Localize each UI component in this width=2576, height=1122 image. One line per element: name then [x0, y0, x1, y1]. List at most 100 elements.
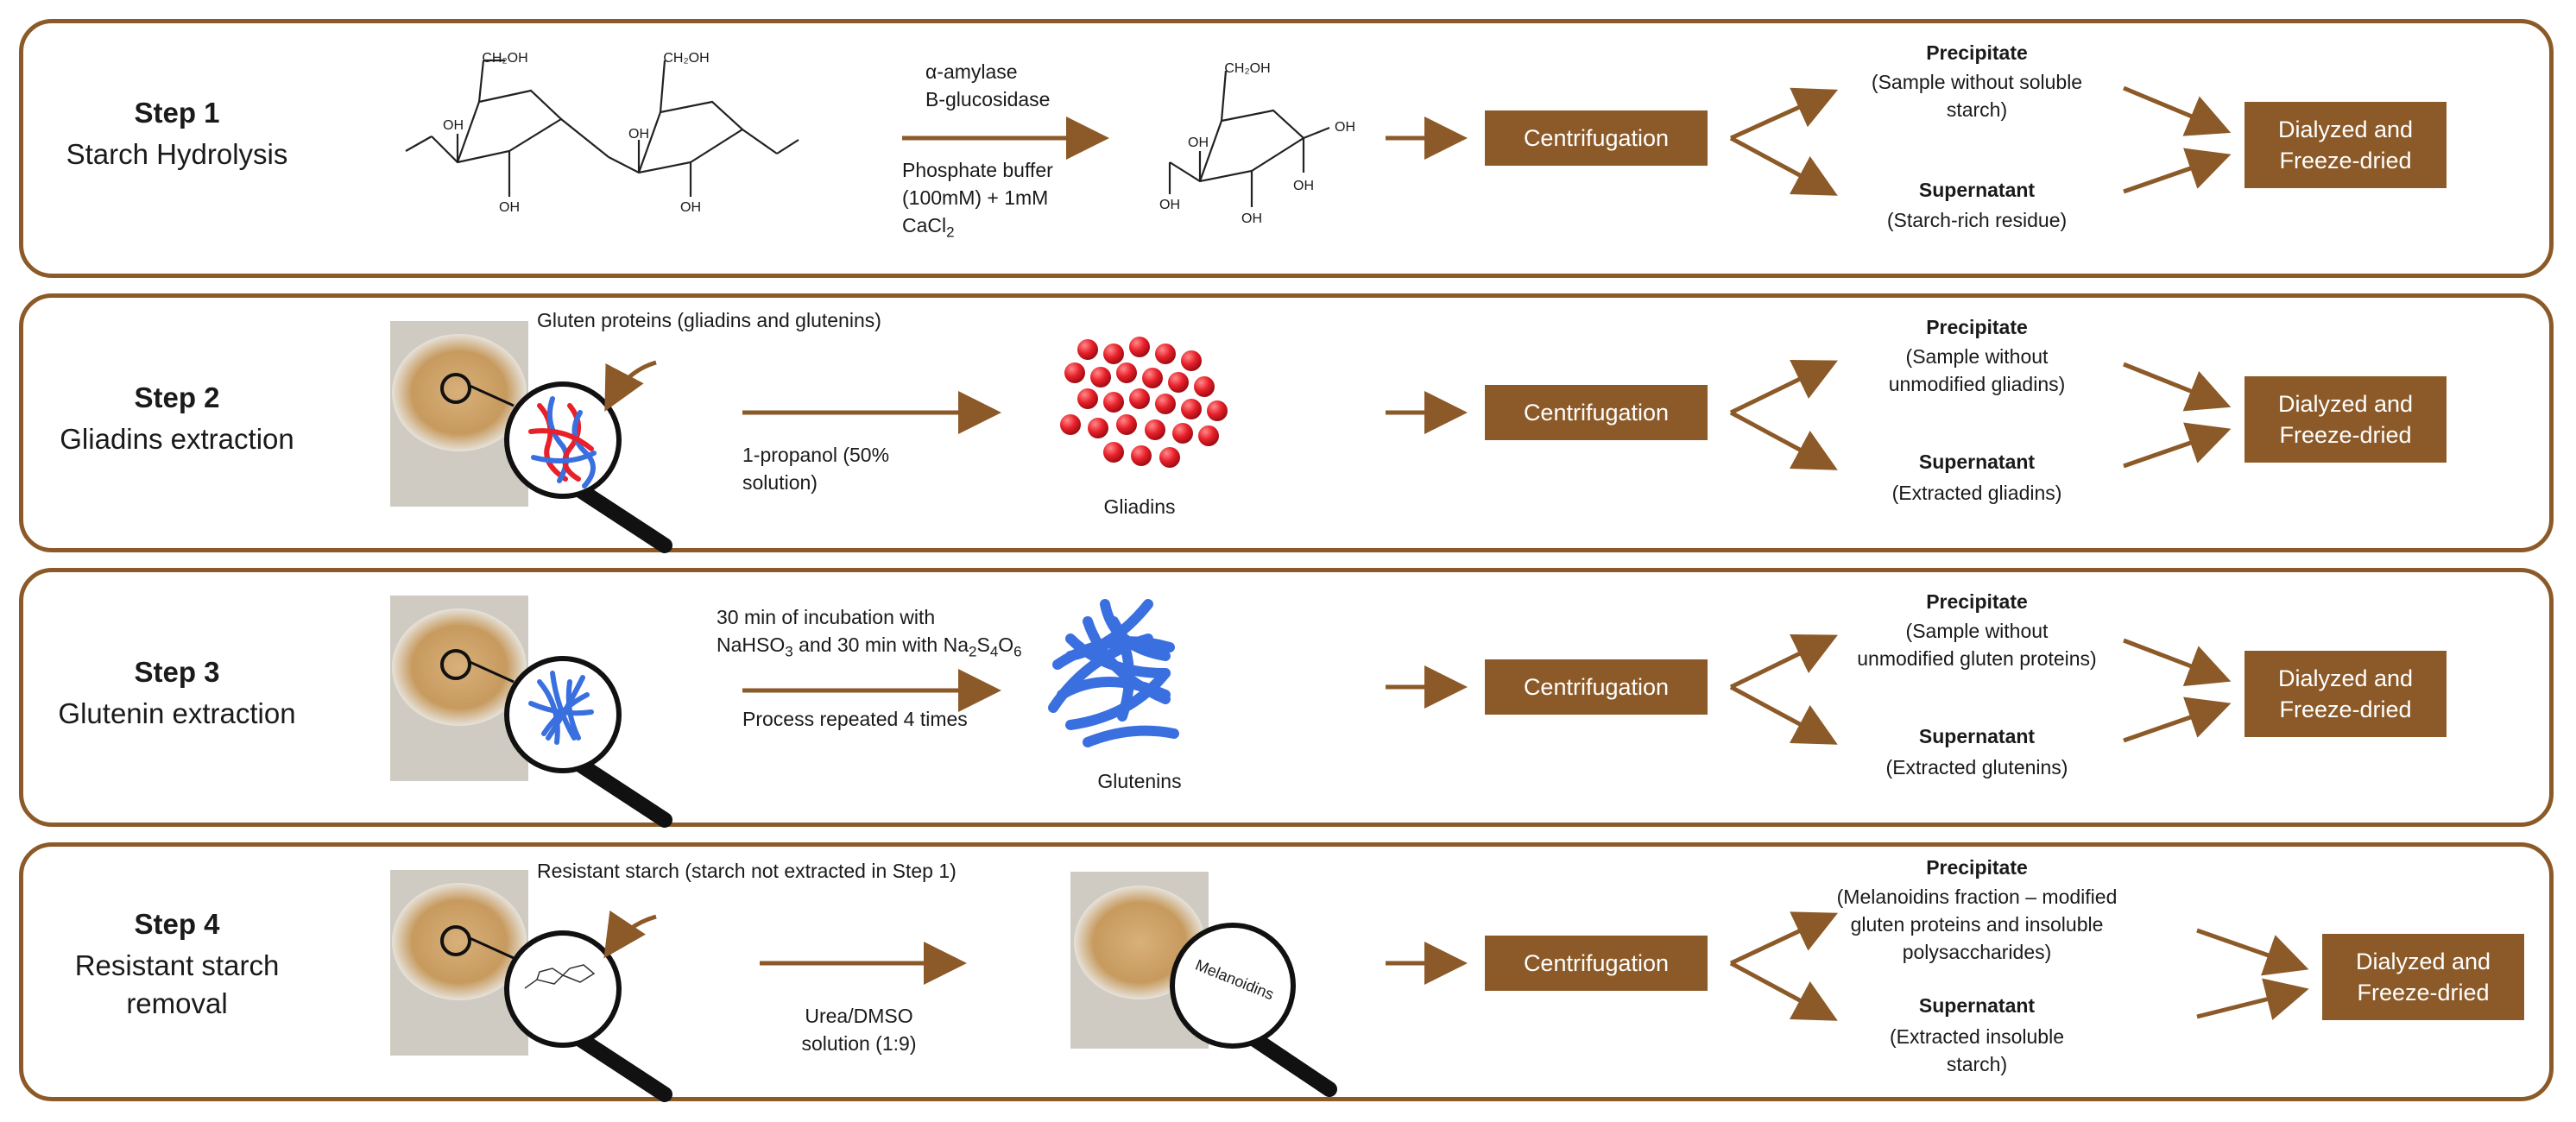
step-3-supernatant-final-arrow	[2123, 697, 2232, 743]
reagent-text: O	[998, 633, 1014, 656]
chem-label-oh: OH	[1159, 198, 1180, 212]
step-2-precipitate-label: Precipitate	[1926, 316, 2028, 338]
step-3-precipitate-desc: unmodified gluten proteins)	[1857, 647, 2097, 670]
step-2-precipitate-final-arrow	[2123, 362, 2232, 412]
gliadins-graphic	[1060, 337, 1228, 468]
step-2-precipitate-desc: unmodified gliadins)	[1888, 373, 2066, 395]
step-1-supernatant-desc: (Starch-rich residue)	[1886, 209, 2068, 231]
step-4-supernatant-final-arrow	[2196, 978, 2309, 1020]
step-2-callout-arrow	[604, 360, 657, 412]
final-line: Freeze-dried	[2279, 697, 2412, 722]
final-line: Dialyzed and	[2277, 117, 2414, 142]
step-1-reagent-line: (100mM) + 1mM	[902, 186, 1049, 209]
final-line: Freeze-dried	[2357, 980, 2490, 1005]
step-1-subtitle: Starch Hydrolysis	[66, 138, 288, 170]
step-3-precipitate-final-arrow	[2123, 638, 2232, 687]
chem-label-oh: OH	[680, 200, 701, 215]
chem-label-oh: OH	[1241, 211, 1262, 226]
chem-label-oh: OH	[1335, 120, 1355, 135]
reagent-sub: 3	[785, 643, 793, 660]
step-4-callout-text: Resistant starch (starch not extracted i…	[537, 860, 957, 882]
step-2-centrifugation-box: Centrifugation	[1485, 385, 1708, 440]
step-4-precipitate-desc: (Melanoidins fraction – modified	[1836, 886, 2118, 908]
final-line: Freeze-dried	[2279, 148, 2412, 173]
step-1-supernatant-label: Supernatant	[1918, 179, 2036, 201]
step-2-supernatant-desc: (Extracted gliadins)	[1891, 482, 2062, 504]
step-2-precipitate-arrow	[1729, 360, 1838, 415]
step-4-supernatant-desc: starch)	[1946, 1053, 2008, 1075]
step-3-title: Step 3	[134, 656, 220, 688]
chem-label-ch2oh: CH₂OH	[482, 51, 528, 66]
step-4-supernatant-arrow	[1729, 961, 1838, 1021]
step-2-reagent-line: solution)	[742, 471, 818, 494]
step-4-reagent-line: Urea/DMSO	[805, 1005, 913, 1027]
step-4-subtitle: Resistant starch	[74, 949, 280, 981]
step-3-sample-photo	[390, 596, 528, 781]
step-3-precipitate-desc: (Sample without	[1905, 620, 2049, 642]
step-4-product-magnifier	[1170, 923, 1337, 1097]
reagent-sub: 4	[989, 643, 999, 660]
step-3-supernatant-desc: (Extracted glutenins)	[1885, 756, 2068, 778]
glutenins-graphic	[1048, 599, 1179, 747]
step-2-supernatant-final-arrow	[2123, 422, 2232, 469]
step-2-title: Step 2	[134, 381, 220, 413]
step-3-supernatant-label: Supernatant	[1918, 725, 2036, 747]
chem-label-ch2oh: CH₂OH	[1224, 61, 1271, 76]
step-2-magnifier	[440, 373, 672, 553]
step-3-reagent-line: Process repeated 4 times	[742, 708, 968, 730]
step-4-final-box: Dialyzed and Freeze-dried	[2322, 934, 2524, 1020]
step-4-precipitate-desc: gluten proteins and insoluble	[1850, 913, 2104, 936]
final-line: Dialyzed and	[2355, 949, 2491, 974]
step-4-precipitate-arrow	[1729, 911, 1839, 966]
step-2-final-box: Dialyzed and Freeze-dried	[2245, 376, 2447, 463]
glucose-structure	[1168, 70, 1330, 207]
step-4-magnifier	[440, 925, 672, 1102]
cacl-text: CaCl	[902, 214, 947, 236]
step-3-subtitle: Glutenin extraction	[58, 697, 296, 729]
step-1-title: Step 1	[134, 97, 220, 129]
step-2-sample-photo	[390, 321, 528, 507]
step-4-precipitate-label: Precipitate	[1926, 856, 2028, 879]
step-4-precipitate-desc: polysaccharides)	[1902, 941, 2052, 963]
reagent-sub: 6	[1013, 643, 1022, 660]
step-1-precipitate-desc: starch)	[1946, 98, 2008, 121]
step-3-reagent-line: 30 min of incubation with	[717, 606, 936, 628]
glutenins-label: Glutenins	[1097, 770, 1182, 792]
step-4-supernatant-desc: (Extracted insoluble	[1890, 1025, 2064, 1048]
step-1-reagent-line: CaCl2	[902, 212, 955, 246]
final-line: Dialyzed and	[2277, 391, 2414, 417]
step-3-supernatant-arrow	[1729, 684, 1838, 745]
reagent-text: S	[976, 633, 990, 656]
reagent-text: NaHSO	[717, 633, 786, 656]
step-3-magnifier	[440, 649, 672, 828]
chem-label-oh: OH	[1293, 179, 1314, 193]
final-line: Freeze-dried	[2279, 422, 2412, 448]
step-4-precipitate-final-arrow	[2196, 928, 2309, 976]
gliadins-label: Gliadins	[1103, 495, 1176, 518]
step-1-reagent-line: B-glucosidase	[925, 88, 1051, 110]
step-3-final-box: Dialyzed and Freeze-dried	[2245, 651, 2447, 737]
step-4-callout-arrow	[603, 910, 657, 959]
step-2-supernatant-arrow	[1729, 410, 1838, 470]
step-4-supernatant-label: Supernatant	[1918, 994, 2036, 1017]
chem-label-oh: OH	[628, 127, 649, 142]
step-1-supernatant-arrow	[1729, 136, 1838, 196]
chem-label-oh: OH	[1188, 136, 1209, 150]
step-2-precipitate-desc: (Sample without	[1905, 345, 2049, 368]
chem-label-ch2oh: CH₂OH	[663, 51, 710, 66]
step-1-reagent-line: α-amylase	[925, 60, 1018, 83]
chem-label-oh: OH	[499, 200, 520, 215]
step-4-centrifugation-box: Centrifugation	[1485, 936, 1708, 991]
step-3-precipitate-arrow	[1729, 634, 1838, 690]
step-2-callout-text: Gluten proteins (gliadins and glutenins)	[537, 309, 881, 331]
step-4-title: Step 4	[134, 908, 220, 940]
reagent-sub: 2	[969, 643, 977, 660]
step-4-sample-photo	[390, 870, 528, 1056]
reagent-text: and 30 min with Na	[792, 633, 969, 656]
cacl-subscript: 2	[946, 224, 955, 241]
step-1-precipitate-arrow	[1729, 87, 1839, 141]
step-1-final-box: Dialyzed and Freeze-dried	[2245, 102, 2447, 188]
step-2-supernatant-label: Supernatant	[1918, 451, 2036, 473]
final-line: Dialyzed and	[2277, 665, 2414, 691]
